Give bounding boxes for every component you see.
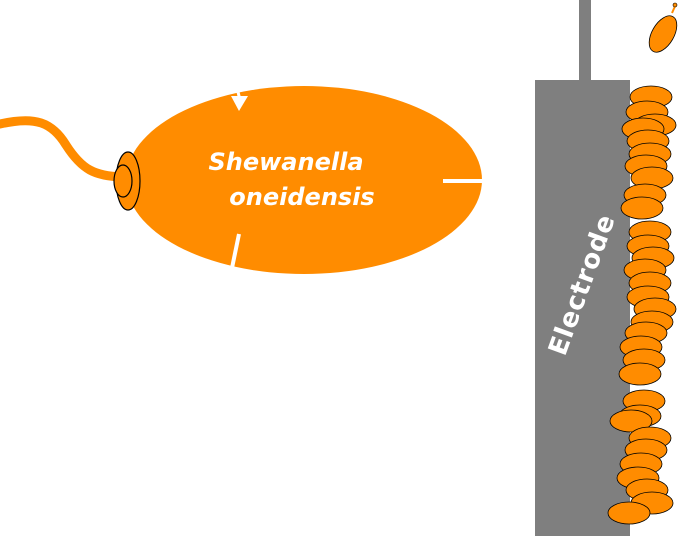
biofilm-cell [609,409,653,433]
biofilm-cell [620,196,664,220]
biofilm-cell [607,501,651,525]
shewanella-cell [126,86,482,274]
cell-name-line2: oneidensis [229,183,374,211]
attached-cell-icon [648,2,678,53]
electrode-block [535,80,630,536]
motor-icon [113,151,141,211]
cell-name-line1: Shewanella [208,148,363,176]
membrane-mark-top [235,87,242,101]
flagellum-icon [0,116,127,182]
biofilm-cell [618,362,662,386]
membrane-mark-bottom [230,233,241,269]
biofilm [607,85,677,525]
arrow-marker-icon [231,96,248,111]
electrode-wire [579,0,591,82]
